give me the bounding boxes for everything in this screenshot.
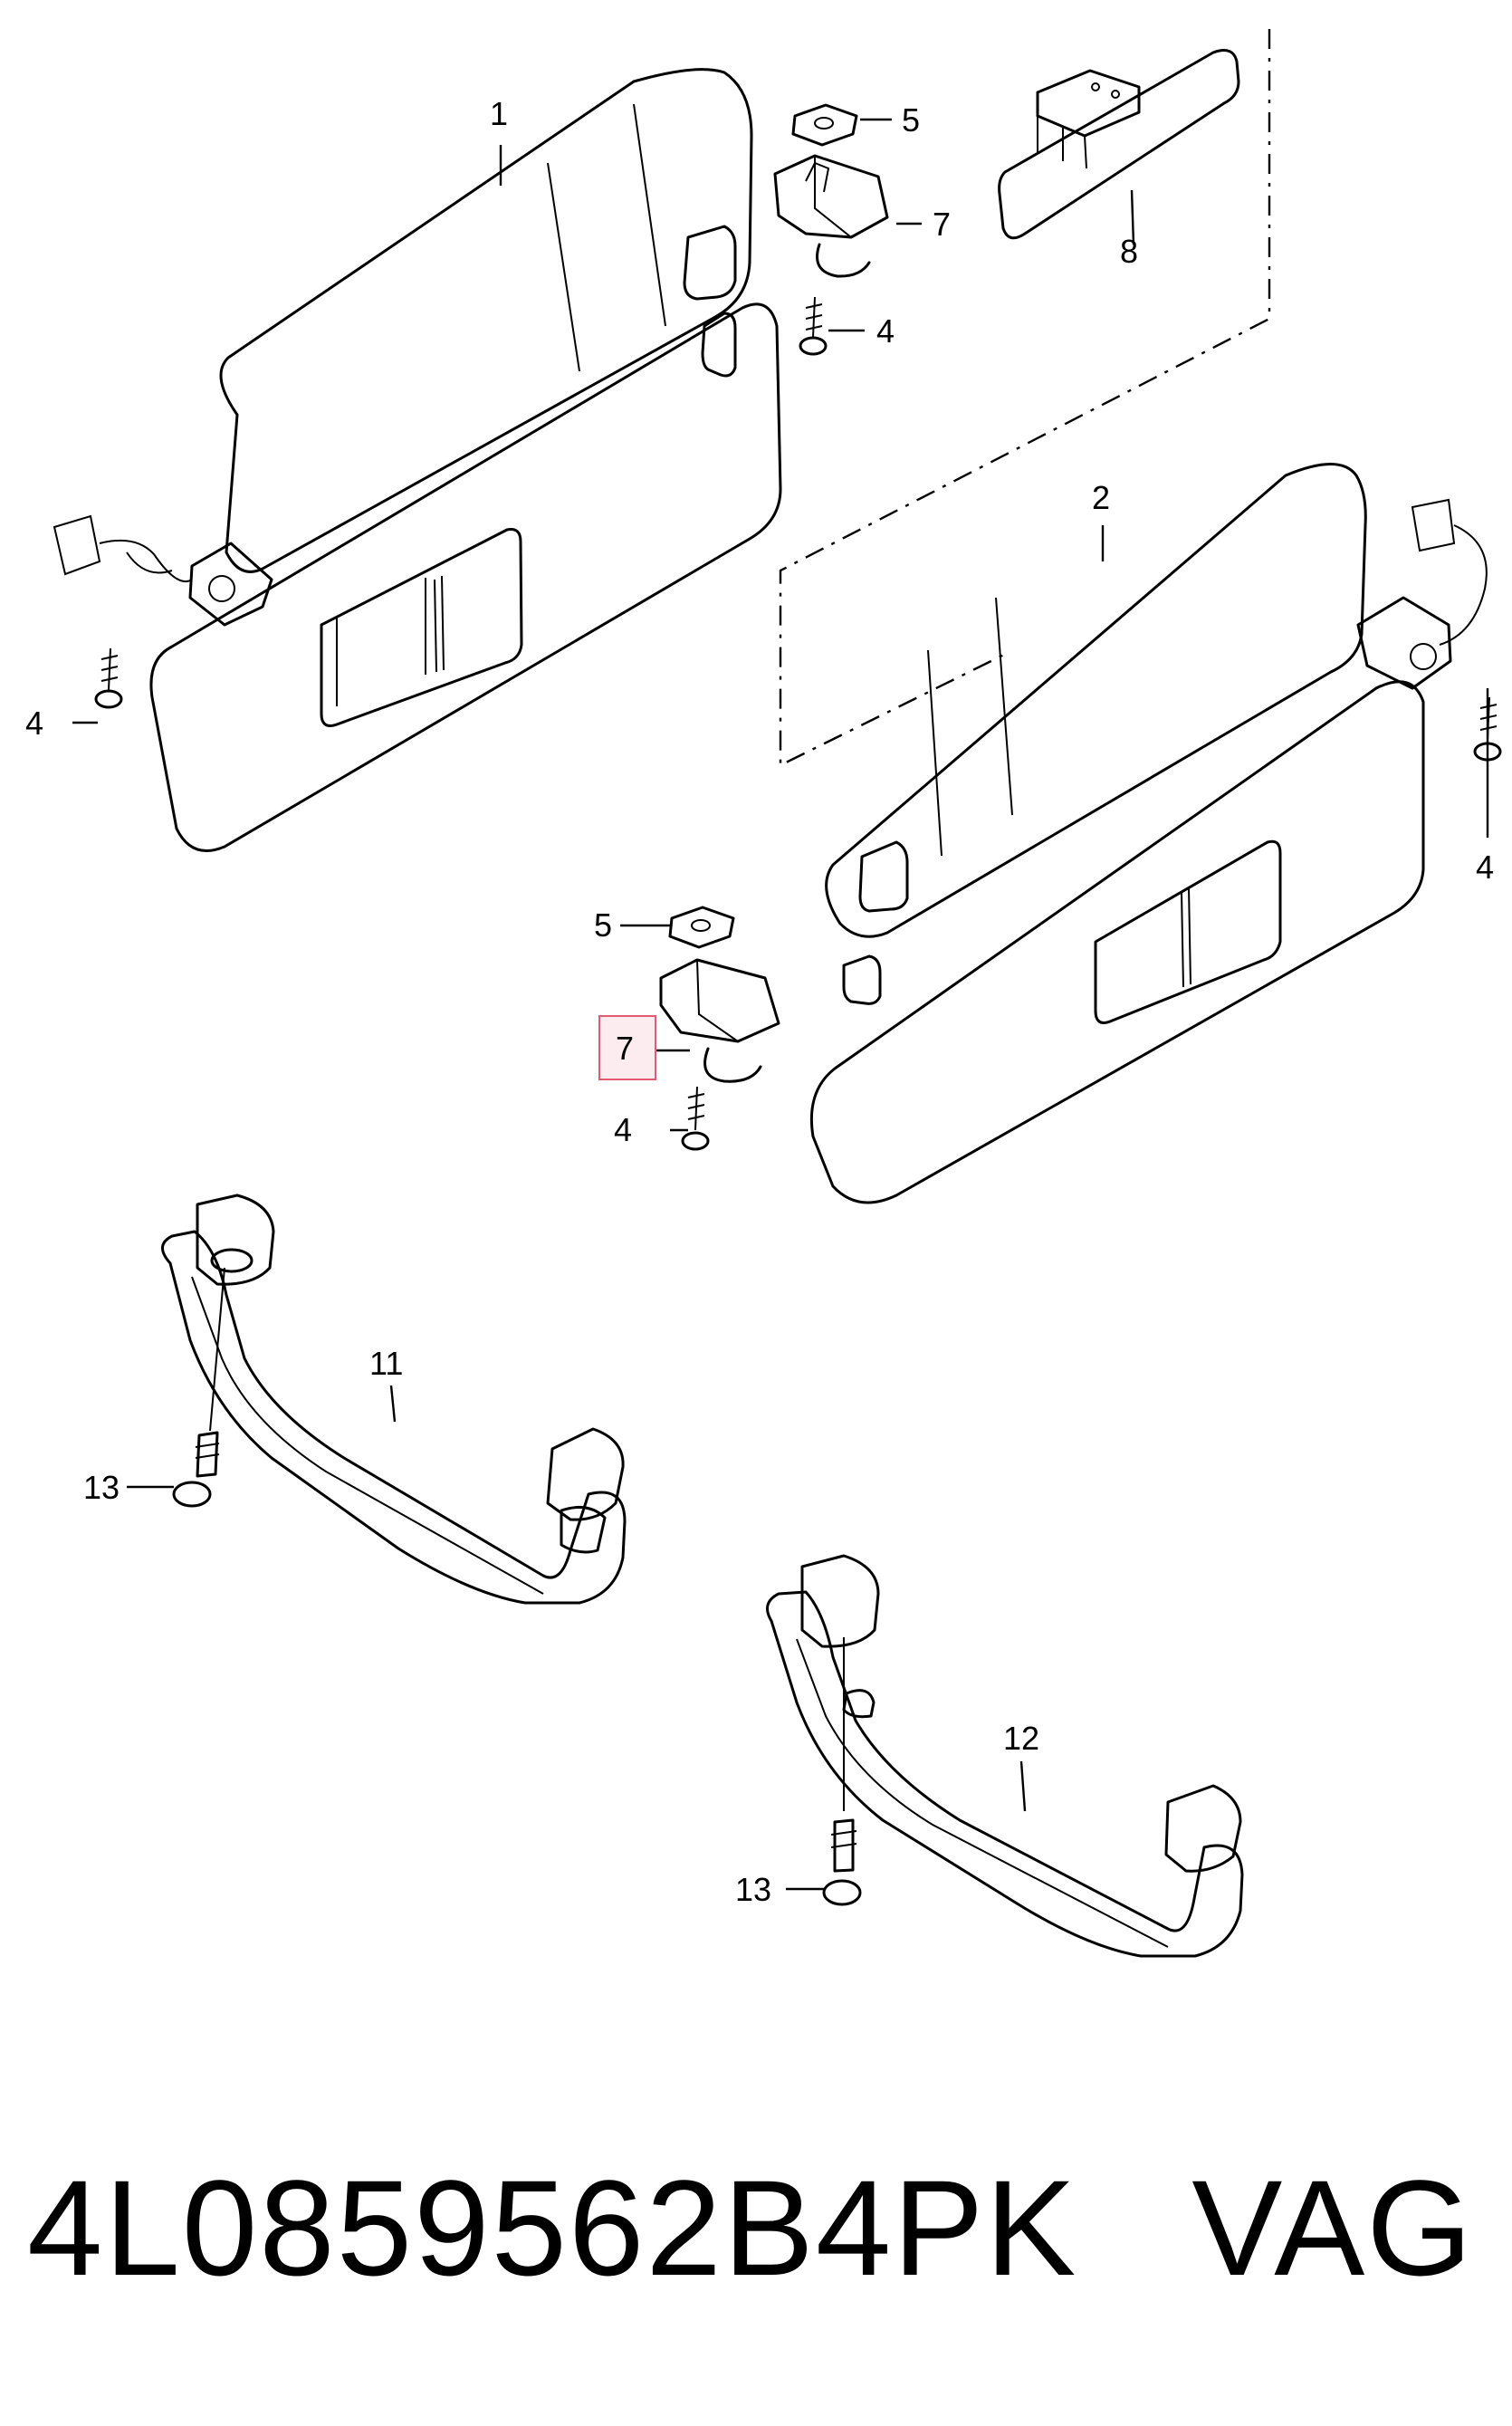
callout-4-top: 4: [876, 312, 895, 350]
callout-7-top: 7: [933, 206, 951, 243]
screw-left-visor: [94, 647, 123, 709]
sun-visor-left: [53, 68, 782, 852]
brand-label: VAG: [1191, 2152, 1474, 2304]
visor-holder-middle: [659, 958, 780, 1083]
callout-8: 8: [1120, 233, 1138, 270]
callout-2: 2: [1092, 479, 1110, 516]
callout-4-left: 4: [25, 705, 43, 742]
leader-lines: [72, 118, 1489, 1891]
screw-middle-bracket: [681, 1086, 710, 1151]
bolt-lower-handle: [822, 1637, 862, 1906]
callout-13-upper: 13: [83, 1469, 120, 1506]
callout-5-top: 5: [902, 101, 920, 139]
grab-handle-upper: [161, 1194, 627, 1605]
callout-5-middle: 5: [594, 906, 612, 944]
reference-dashed-line: [779, 29, 1271, 767]
callout-13-lower: 13: [735, 1871, 771, 1908]
callout-1: 1: [490, 95, 508, 132]
grab-handle-lower: [766, 1554, 1244, 1958]
callout-12: 12: [1003, 1720, 1039, 1757]
bolt-upper-handle: [172, 1267, 225, 1508]
callout-4-right: 4: [1476, 849, 1494, 886]
interior-mirror: [998, 49, 1240, 240]
callout-7-middle: 7: [616, 1030, 634, 1067]
visor-holder-top: [773, 154, 889, 278]
callout-11: 11: [369, 1345, 403, 1382]
screw-top-bracket: [799, 296, 828, 356]
part-number-label: 4L0859562B4PK: [27, 2152, 1078, 2304]
spring-nut-middle: [668, 906, 735, 949]
callout-4-middle: 4: [614, 1111, 632, 1148]
selected-callout-highlight: [598, 1015, 656, 1080]
spring-nut-top: [791, 103, 858, 147]
sun-visor-right: [809, 463, 1488, 1204]
